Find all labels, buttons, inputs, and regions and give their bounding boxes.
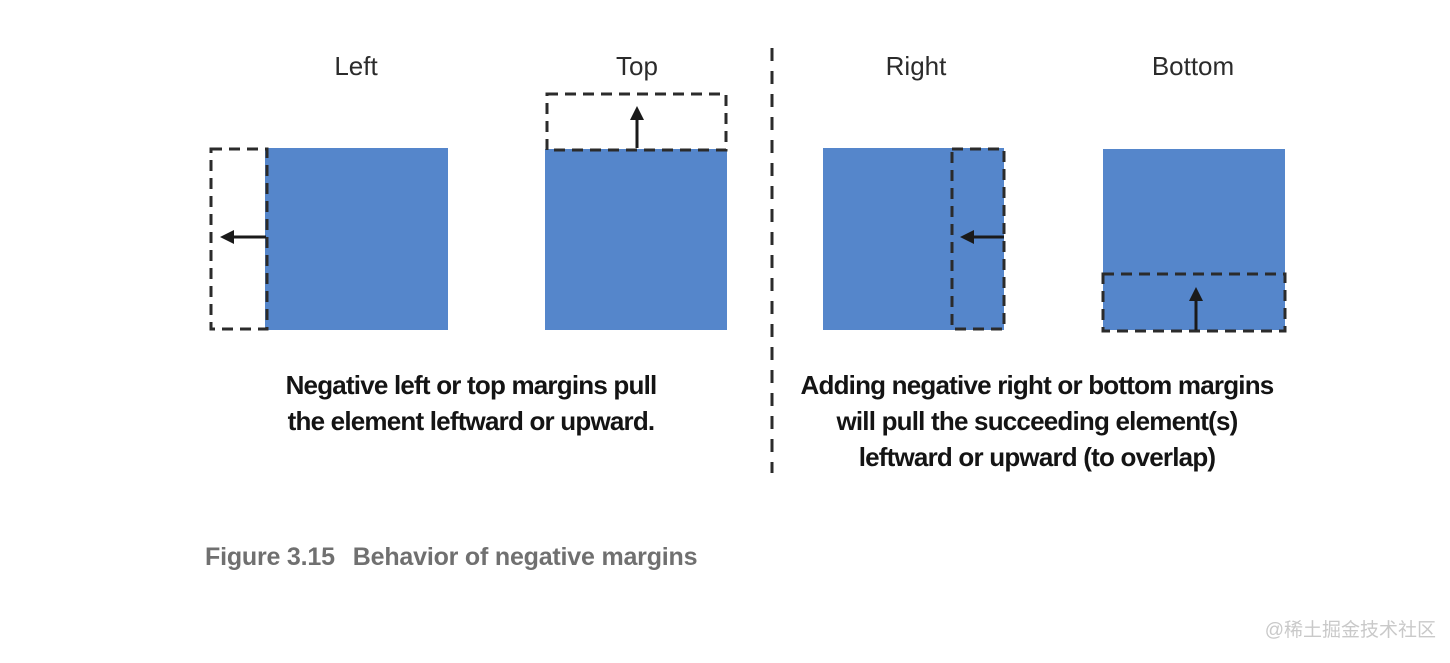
figure-caption: Figure 3.15 Behavior of negative margins [205,542,697,572]
bottom-element-box [1103,149,1285,330]
caption-left-group: Negative left or top margins pull the el… [221,367,721,439]
top-arrow-icon [630,106,644,120]
panel-label-right: Right [885,51,947,81]
right-arrow-icon [960,230,974,244]
caption-right-group: Adding negative right or bottom margins … [782,367,1292,475]
panel-label-top: Top [616,51,658,81]
panel-label-left: Left [334,51,378,81]
right-margin-ghost-box [950,147,1006,331]
top-element-box [545,149,727,330]
caption-line: Adding negative right or bottom margins [800,370,1275,400]
top-margin-ghost-box [545,92,728,152]
left-arrow-icon [220,230,234,244]
caption-line: Negative left or top margins pull [285,370,658,400]
bottom-margin-ghost-box [1101,272,1287,333]
bottom-arrow-icon [1189,287,1203,301]
figure-title: Behavior of negative margins [352,543,698,571]
caption-line: will pull the succeeding element(s) [836,406,1238,436]
caption-line: the element leftward or upward. [287,406,656,436]
figure-number: Figure 3.15 [205,543,335,571]
left-margin-ghost-box [209,147,269,331]
watermark: @稀土掘金技术社区 [1264,620,1436,641]
caption-line: leftward or upward (to overlap) [858,442,1216,472]
right-element-box [823,148,1004,330]
left-element-box [265,148,448,330]
panel-label-bottom: Bottom [1151,51,1235,81]
